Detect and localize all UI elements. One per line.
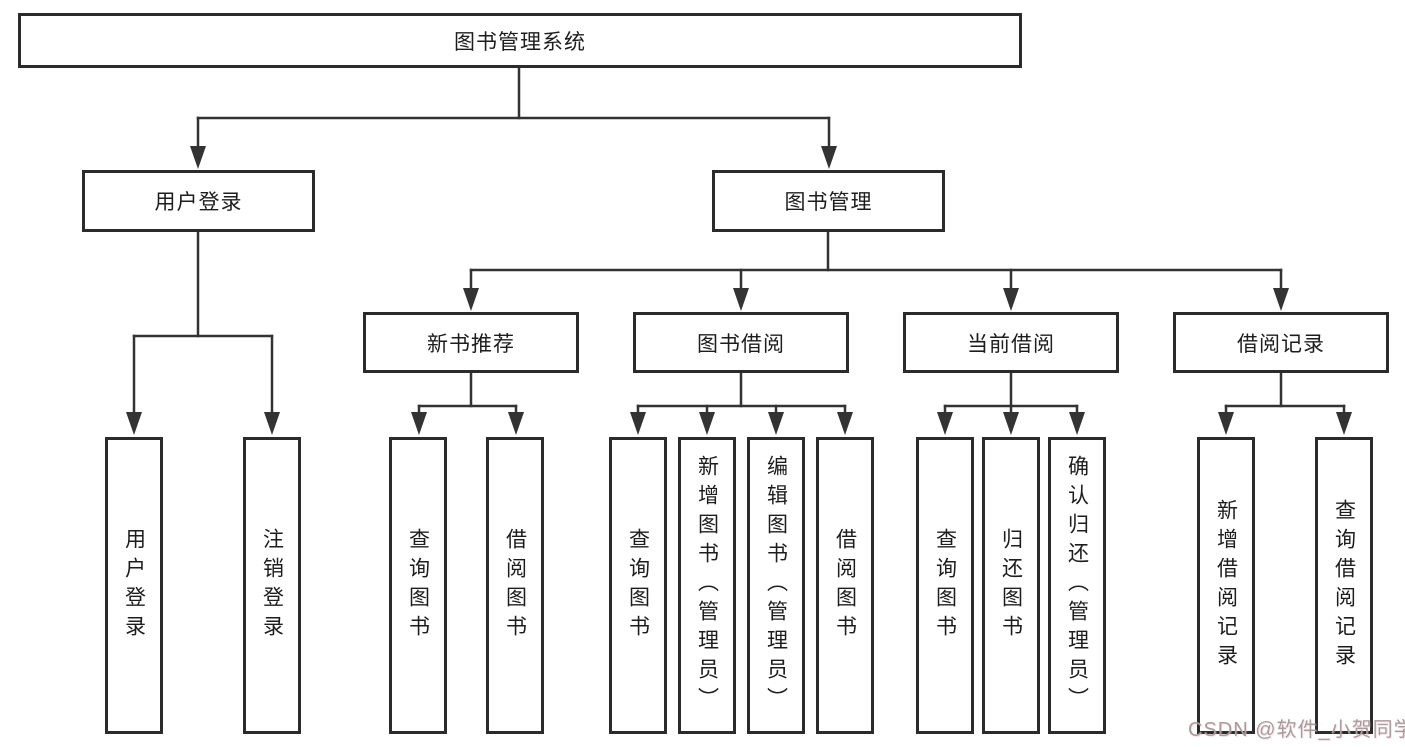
node-label: 借阅记录 xyxy=(1237,332,1325,356)
leaf-label: 归还图书 xyxy=(999,527,1023,644)
node-label: 新书推荐 xyxy=(427,332,515,356)
leaf-label: 查询图书 xyxy=(406,527,430,644)
leaf-query-borrow-record: 查询借阅记录 xyxy=(1315,437,1373,734)
node-book-management: 图书管理 xyxy=(712,170,945,232)
node-book-borrow: 图书借阅 xyxy=(633,312,849,373)
leaf-add-books-admin: 新增图书（管理员） xyxy=(678,437,736,734)
node-root-system: 图书管理系统 xyxy=(18,13,1022,68)
leaf-logout: 注销登录 xyxy=(243,437,301,734)
leaf-borrow-books: 借阅图书 xyxy=(486,437,544,734)
leaf-label: 查询图书 xyxy=(626,527,650,644)
leaf-user-login: 用户登录 xyxy=(105,437,163,734)
node-label: 图书管理 xyxy=(784,191,873,214)
leaf-label: 借阅图书 xyxy=(503,527,527,644)
node-borrow-record: 借阅记录 xyxy=(1173,312,1389,373)
leaf-label: 注销登录 xyxy=(260,527,284,644)
node-current-borrow: 当前借阅 xyxy=(903,312,1119,373)
node-label: 用户登录 xyxy=(154,191,243,214)
leaf-label: 确认归还（管理员） xyxy=(1065,455,1089,716)
node-user-login: 用户登录 xyxy=(82,170,315,232)
leaf-borrow-books-2: 借阅图书 xyxy=(816,437,874,734)
leaf-edit-books-admin: 编辑图书（管理员） xyxy=(747,437,805,734)
leaf-label: 新增图书（管理员） xyxy=(695,455,719,716)
leaf-query-books-3: 查询图书 xyxy=(916,437,974,734)
leaf-query-books-2: 查询图书 xyxy=(609,437,667,734)
node-new-book-recommend: 新书推荐 xyxy=(363,312,579,373)
leaf-label: 新增借阅记录 xyxy=(1214,498,1238,673)
leaf-add-borrow-record: 新增借阅记录 xyxy=(1197,437,1255,734)
leaf-label: 借阅图书 xyxy=(833,527,857,644)
leaf-label: 用户登录 xyxy=(122,527,146,644)
leaf-return-books: 归还图书 xyxy=(982,437,1040,734)
leaf-label: 查询图书 xyxy=(933,527,957,644)
leaf-query-books: 查询图书 xyxy=(389,437,447,734)
leaf-confirm-return-admin: 确认归还（管理员） xyxy=(1048,437,1106,734)
leaf-label: 查询借阅记录 xyxy=(1332,498,1356,673)
leaf-label: 编辑图书（管理员） xyxy=(764,455,788,716)
node-label: 当前借阅 xyxy=(967,332,1055,356)
node-label: 图书借阅 xyxy=(697,332,785,356)
node-label: 图书管理系统 xyxy=(454,30,586,54)
csdn-watermark: CSDN @软件_小贺同学 xyxy=(1188,719,1405,741)
arrowhead-icons xyxy=(126,146,1352,435)
